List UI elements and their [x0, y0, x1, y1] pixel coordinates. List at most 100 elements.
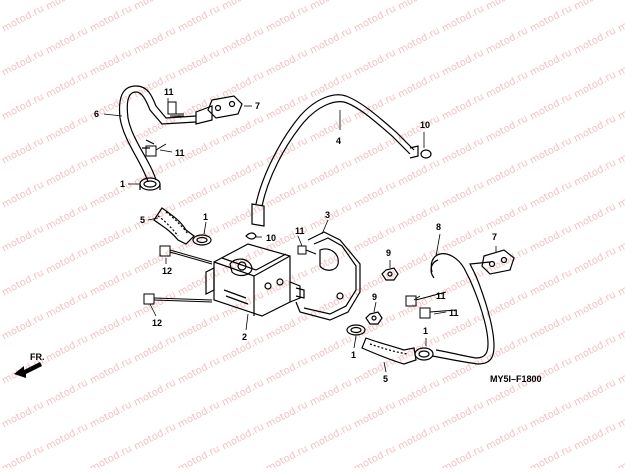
part-1-clamp-lower-right: [414, 347, 434, 361]
callout-6: 6: [94, 109, 99, 119]
watermark-text: motod.ru: [396, 157, 442, 188]
watermark-text: motod.ru: [528, 91, 574, 122]
watermark-text: motod.ru: [88, 443, 134, 468]
watermark-text: motod.ru: [440, 399, 486, 430]
watermark-text: motod.ru: [88, 47, 134, 78]
watermark-text: motod.ru: [0, 157, 2, 188]
watermark-text: motod.ru: [440, 443, 486, 468]
watermark-text: motod.ru: [528, 3, 574, 34]
watermark-text: motod.ru: [88, 267, 134, 298]
watermark-text: motod.ru: [0, 0, 2, 13]
watermark-text: motod.ru: [484, 333, 530, 364]
watermark-text: motod.ru: [264, 443, 310, 468]
callout-4: 4: [336, 136, 341, 146]
part-11-bolt-upper: [167, 101, 184, 117]
watermark-text: motod.ru: [616, 267, 625, 298]
watermark-text: motod.ru: [572, 0, 618, 13]
front-direction-label: FR.: [30, 352, 45, 362]
watermark-text: motod.ru: [352, 223, 398, 254]
watermark-text: motod.ru: [308, 25, 354, 56]
watermark-text: motod.ru: [0, 223, 46, 254]
watermark-text: motod.ru: [220, 157, 266, 188]
watermark-text: motod.ru: [572, 201, 618, 232]
watermark-text: motod.ru: [484, 201, 530, 232]
watermark-text: motod.ru: [572, 421, 618, 452]
watermark-text: motod.ru: [484, 421, 530, 452]
watermark-text: motod.ru: [44, 157, 90, 188]
watermark-text: motod.ru: [352, 443, 398, 468]
part-5-hose-upper: [153, 207, 195, 245]
part-9-nut-upper: [381, 267, 399, 281]
watermark-text: motod.ru: [528, 135, 574, 166]
watermark-text: motod.ru: [0, 179, 46, 210]
part-11-bolt-right-upper: [405, 291, 447, 307]
watermark-text: motod.ru: [44, 0, 90, 13]
watermark-text: motod.ru: [44, 69, 90, 100]
watermark-text: motod.ru: [176, 267, 222, 298]
watermark-text: motod.ru: [176, 355, 222, 386]
watermark-text: motod.ru: [484, 69, 530, 100]
callout-2: 2: [242, 332, 247, 342]
part-8-air-pipe: [430, 253, 495, 365]
watermark-text: motod.ru: [220, 289, 266, 320]
watermark-text: motod.ru: [0, 443, 46, 468]
watermark-text: motod.ru: [0, 245, 2, 276]
watermark-text: motod.ru: [484, 245, 530, 276]
watermark-text: motod.ru: [220, 113, 266, 144]
watermark-text: motod.ru: [352, 47, 398, 78]
part-10-clip-left: [245, 232, 257, 240]
watermark-text: motod.ru: [616, 179, 625, 210]
watermark-text: motod.ru: [264, 3, 310, 34]
watermark-text: motod.ru: [0, 69, 2, 100]
watermark-text: motod.ru: [440, 223, 486, 254]
callout-1: 1: [120, 179, 125, 189]
part-12-bolt-upper: [159, 245, 213, 265]
watermark-text: motod.ru: [88, 399, 134, 430]
watermark-text: motod.ru: [352, 3, 398, 34]
watermark-text: motod.ru: [308, 113, 354, 144]
callout-1: 1: [203, 212, 208, 222]
watermark-text: motod.ru: [616, 311, 625, 342]
watermark-text: motod.ru: [484, 289, 530, 320]
watermark-text: motod.ru: [44, 25, 90, 56]
watermark-text: motod.ru: [132, 25, 178, 56]
watermark-text: motod.ru: [264, 179, 310, 210]
watermark-text: motod.ru: [396, 25, 442, 56]
watermark-text: motod.ru: [44, 245, 90, 276]
part-11-bolt-right-lower: [419, 307, 457, 319]
watermark-text: motod.ru: [572, 113, 618, 144]
callout-7: 7: [492, 232, 497, 242]
watermark-text: motod.ru: [440, 179, 486, 210]
watermark-text: motod.ru: [220, 421, 266, 452]
watermark-text: motod.ru: [396, 69, 442, 100]
callout-9: 9: [386, 248, 391, 258]
callout-5: 5: [140, 215, 145, 225]
watermark-text: motod.ru: [528, 223, 574, 254]
watermark-text: motod.ru: [0, 47, 46, 78]
watermark-text: motod.ru: [0, 91, 46, 122]
watermark-text: motod.ru: [132, 333, 178, 364]
watermark-text: motod.ru: [484, 0, 530, 13]
watermark-text: motod.ru: [0, 201, 2, 232]
watermark-text: motod.ru: [440, 135, 486, 166]
watermark-text: motod.ru: [308, 0, 354, 13]
watermark-text: motod.ru: [0, 267, 46, 298]
callout-10: 10: [266, 233, 276, 243]
watermark-text: motod.ru: [396, 377, 442, 408]
callout-7: 7: [255, 101, 260, 111]
watermark-text: motod.ru: [264, 47, 310, 78]
watermark-text: motod.ru: [220, 201, 266, 232]
watermark-text: motod.ru: [176, 311, 222, 342]
callout-3: 3: [325, 210, 330, 220]
watermark-text: motod.ru: [176, 443, 222, 468]
part-1-clamp-middle: [192, 234, 212, 246]
watermark-text: motod.ru: [616, 47, 625, 78]
watermark-text: motod.ru: [0, 135, 46, 166]
watermark-text: motod.ru: [528, 267, 574, 298]
watermark-text: motod.ru: [484, 25, 530, 56]
figure-code: MY5I–F1800: [490, 374, 542, 384]
watermark-text: motod.ru: [44, 421, 90, 452]
watermark-text: motod.ru: [0, 25, 2, 56]
callout-11: 11: [164, 87, 174, 97]
callout-11: 11: [295, 226, 305, 236]
